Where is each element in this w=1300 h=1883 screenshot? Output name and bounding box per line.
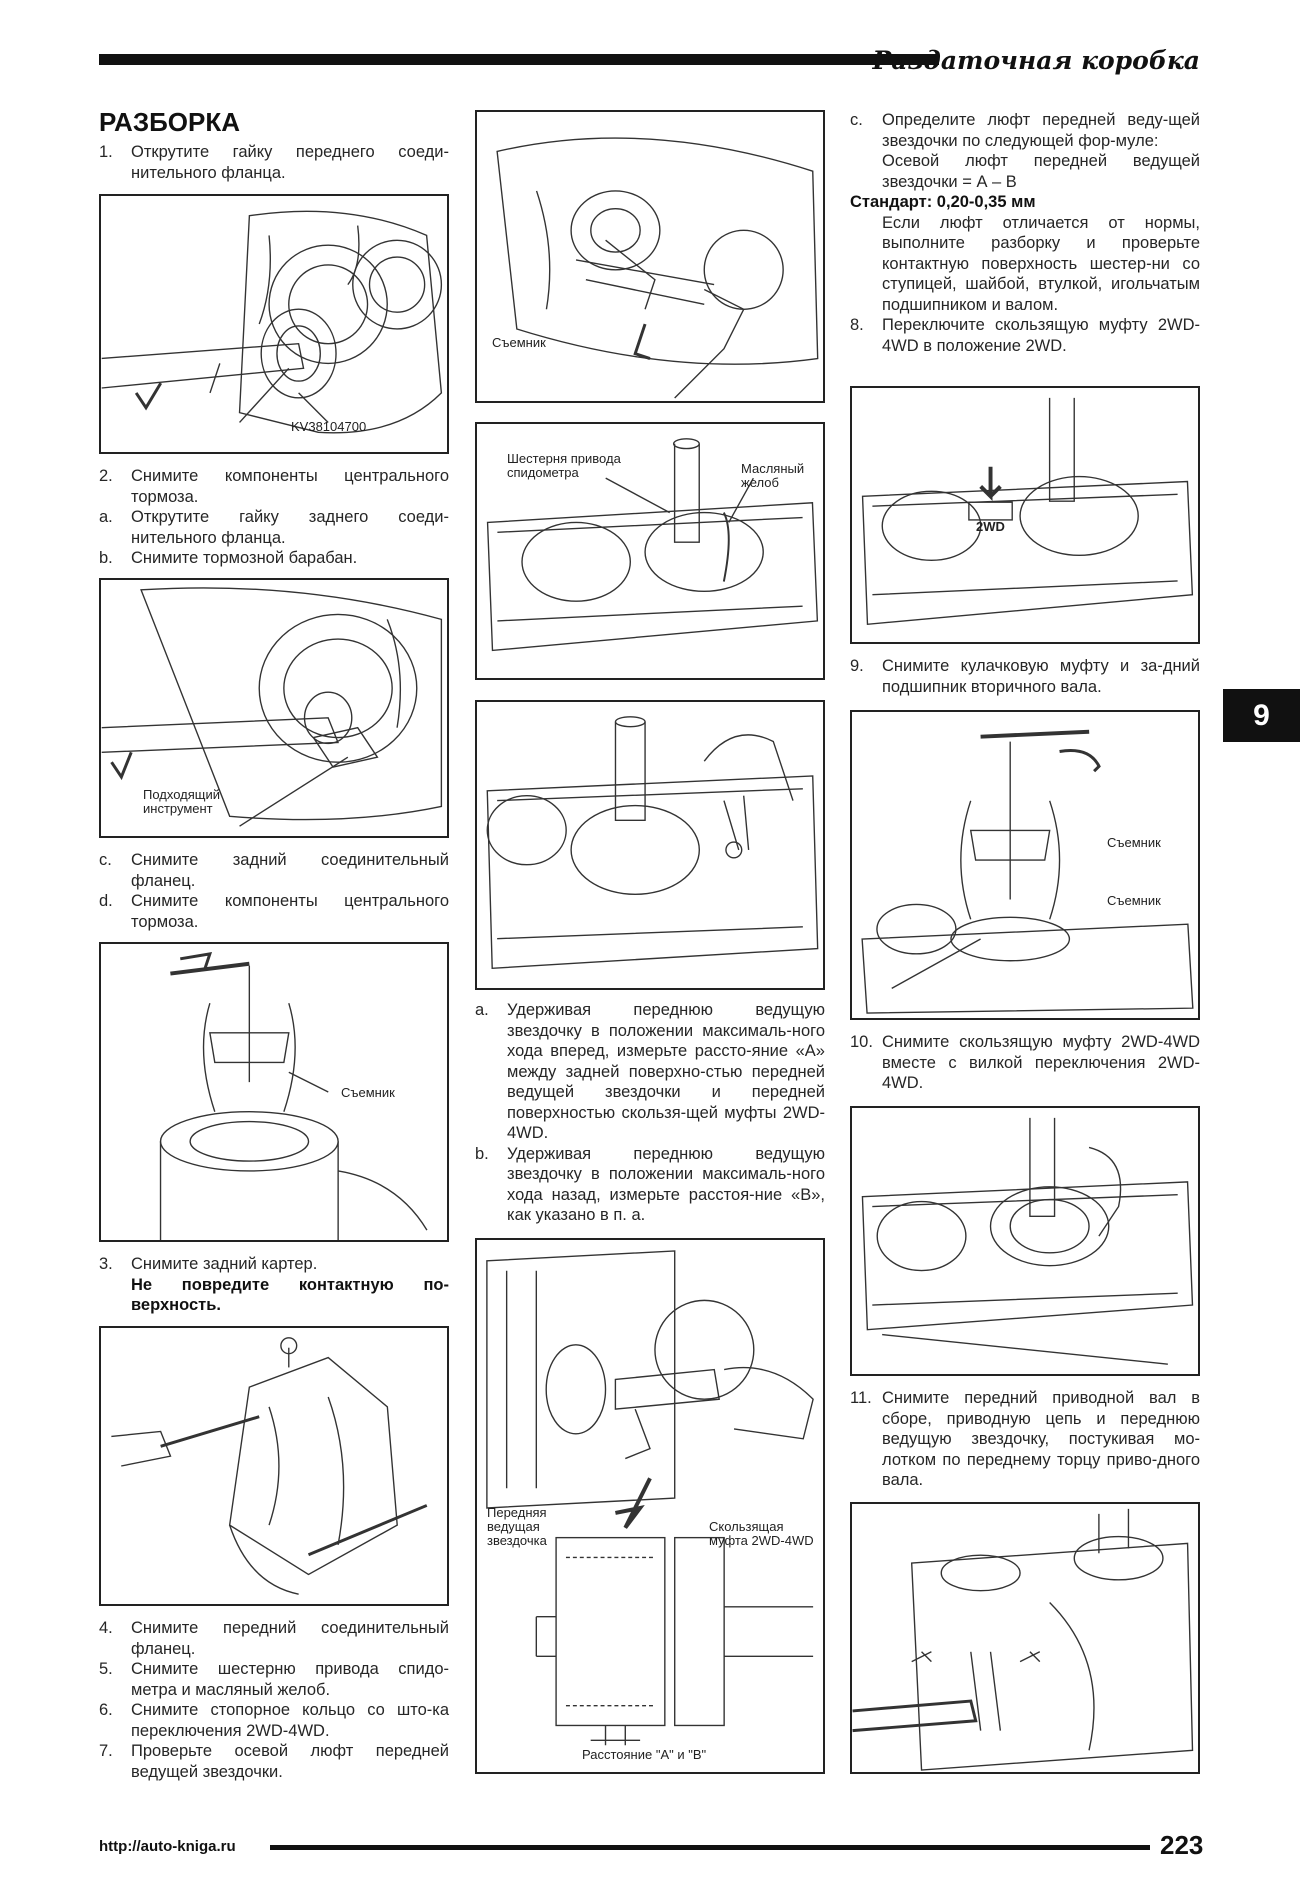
illustration-puller-front-flange — [496, 137, 819, 399]
figure-10: Съемник Съемник — [850, 710, 1200, 1020]
step-letter: c. — [850, 111, 863, 129]
step-11: 11. Снимите передний приводной вал в сбор… — [850, 1388, 1200, 1491]
formula-text: Осевой люфт передней ведущей звездочки =… — [882, 152, 1200, 191]
step-text: Снимите передний соединительный фланец. — [131, 1619, 449, 1658]
step-text: Снимите шестерню привода спидо-метра и м… — [131, 1660, 449, 1699]
step-text: Снимите компоненты центрального тормоза. — [131, 892, 449, 931]
step-text: Открутите гайку заднего соеди-нительного… — [131, 508, 449, 547]
step-number: 5. — [99, 1660, 113, 1678]
figure-8-label-distance: Расстояние "А" и "В" — [582, 1747, 707, 1762]
illustration-puller-cam-clutch — [861, 729, 1194, 1014]
steps-4-7-block: 4. Снимите передний соединительный фланец… — [99, 1618, 449, 1782]
illustration-endplay-measurement — [486, 1250, 814, 1746]
step-number: 8. — [850, 316, 864, 334]
illustration-sliding-sleeve — [861, 1117, 1194, 1365]
illustration-brake-drum — [101, 587, 443, 827]
illustration-snap-ring-removal — [486, 716, 819, 970]
header-rule — [99, 54, 939, 65]
step-text: Открутите гайку переднего соеди-нительно… — [131, 143, 449, 182]
figure-5: Съемник — [475, 110, 825, 403]
illustration-2wd-shift — [861, 397, 1194, 626]
illustration-wrench-front-flange — [101, 210, 443, 434]
page-number: 223 — [1160, 1830, 1204, 1860]
step-text: Снимите скользящую муфту 2WD-4WD вместе … — [882, 1033, 1200, 1092]
figure-11 — [850, 1106, 1200, 1376]
figure-9-label: 2WD — [976, 519, 1005, 534]
step-number: 2. — [99, 467, 113, 485]
step-number: 10. — [850, 1033, 873, 1051]
step-number: 6. — [99, 1701, 113, 1719]
figure-4 — [99, 1326, 449, 1606]
figure-1: KV38104700 — [99, 194, 449, 454]
figure-5-label: Съемник — [492, 335, 546, 350]
figure-6-label-oil: Масляный желоб — [741, 461, 805, 490]
step-2-block: 2. Снимите компоненты центрального тормоз… — [99, 466, 449, 569]
step-text: Снимите кулачковую муфту и за-дний подши… — [882, 657, 1200, 696]
step-text: Удерживая переднюю ведущую звездочку в п… — [507, 1144, 825, 1225]
step-text: Снимите тормозной барабан. — [131, 549, 358, 567]
figure-3: Съемник — [99, 942, 449, 1242]
step-7c-block: c. Определите люфт передней веду-щей звез… — [850, 110, 1200, 356]
step-text: Переключите скользящую муфту 2WD-4WD в п… — [882, 316, 1200, 355]
standard-note: Если люфт отличается от нормы, выполните… — [882, 213, 1200, 314]
step-letter: c. — [99, 851, 112, 869]
step-text: Проверьте осевой люфт передней ведущей з… — [131, 1742, 449, 1781]
figure-8: Передняя ведущая звездочка Скользящая му… — [475, 1238, 825, 1774]
step-text: Снимите компоненты центрального тормоза. — [131, 467, 449, 506]
step-text: Определите люфт передней веду-щей звездо… — [882, 111, 1200, 150]
figure-10-label-2: Съемник — [1107, 893, 1161, 908]
step-text: Снимите стопорное кольцо со што-ка перек… — [131, 1701, 449, 1740]
footer-rule — [270, 1845, 1150, 1850]
figure-9: 2WD — [850, 386, 1200, 644]
illustration-front-drive-shaft — [852, 1508, 1194, 1771]
figure-2-label: Подходящий инструмент — [143, 787, 221, 816]
illustration-puller-flange — [159, 952, 428, 1240]
figure-10-label-1: Съемник — [1107, 835, 1161, 850]
step-9: 9. Снимите кулачковую муфту и за-дний под… — [850, 656, 1200, 697]
step-number: 4. — [99, 1619, 113, 1637]
step-text: Снимите передний приводной вал в сборе, … — [882, 1389, 1200, 1489]
step-number: 3. — [99, 1255, 113, 1273]
step-letter: a. — [475, 1001, 489, 1019]
step-10: 10. Снимите скользящую муфту 2WD-4WD вмес… — [850, 1032, 1200, 1094]
step-number: 9. — [850, 657, 864, 675]
section-title: РАЗБОРКА — [99, 107, 241, 137]
step-text: Удерживая переднюю ведущую звездочку в п… — [507, 1001, 825, 1142]
step-number: 11. — [850, 1389, 872, 1407]
step-2cd-block: c.Снимите задний соединительный фланец. … — [99, 850, 449, 932]
step-text: Снимите задний соединительный фланец. — [131, 851, 449, 890]
warning-text: Не повредите контактную по-верхность. — [131, 1275, 449, 1315]
step-number: 1. — [99, 143, 113, 161]
step-letter: a. — [99, 508, 113, 526]
figure-8-label-sleeve: Скользящая муфта 2WD-4WD — [709, 1519, 814, 1548]
figure-6-label-gear: Шестерня привода спидометра — [507, 451, 621, 480]
illustration-rear-case-removal — [111, 1337, 428, 1595]
figure-3-label: Съемник — [341, 1085, 395, 1100]
figure-1-label: KV38104700 — [291, 419, 367, 434]
header-title: Раздаточная коробка — [872, 46, 1200, 75]
step-number: 7. — [99, 1742, 113, 1760]
figure-2: Подходящий инструмент — [99, 578, 449, 838]
step-3-block: 3. Снимите задний картер. Не повредите ко… — [99, 1254, 449, 1316]
chapter-tab: 9 — [1223, 689, 1300, 742]
step-text: Снимите задний картер. — [131, 1255, 318, 1273]
illustration-speedometer-gear — [486, 438, 819, 652]
figure-8-label-front: Передняя ведущая звездочка — [487, 1505, 547, 1548]
figure-12 — [850, 1502, 1200, 1774]
step-1: 1. Открутите гайку переднего соеди-нитель… — [99, 142, 449, 183]
step-letter: b. — [99, 549, 113, 567]
figure-7 — [475, 700, 825, 990]
figure-6: Шестерня привода спидометра Масляный жел… — [475, 422, 825, 680]
step-letter: b. — [475, 1144, 489, 1163]
step-7ab-block: a. Удерживая переднюю ведущую звездочку в… — [475, 1000, 825, 1226]
footer-url[interactable]: http://auto-kniga.ru — [99, 1838, 236, 1855]
standard-value: Стандарт: 0,20-0,35 мм — [850, 193, 1036, 211]
step-letter: d. — [99, 892, 113, 910]
